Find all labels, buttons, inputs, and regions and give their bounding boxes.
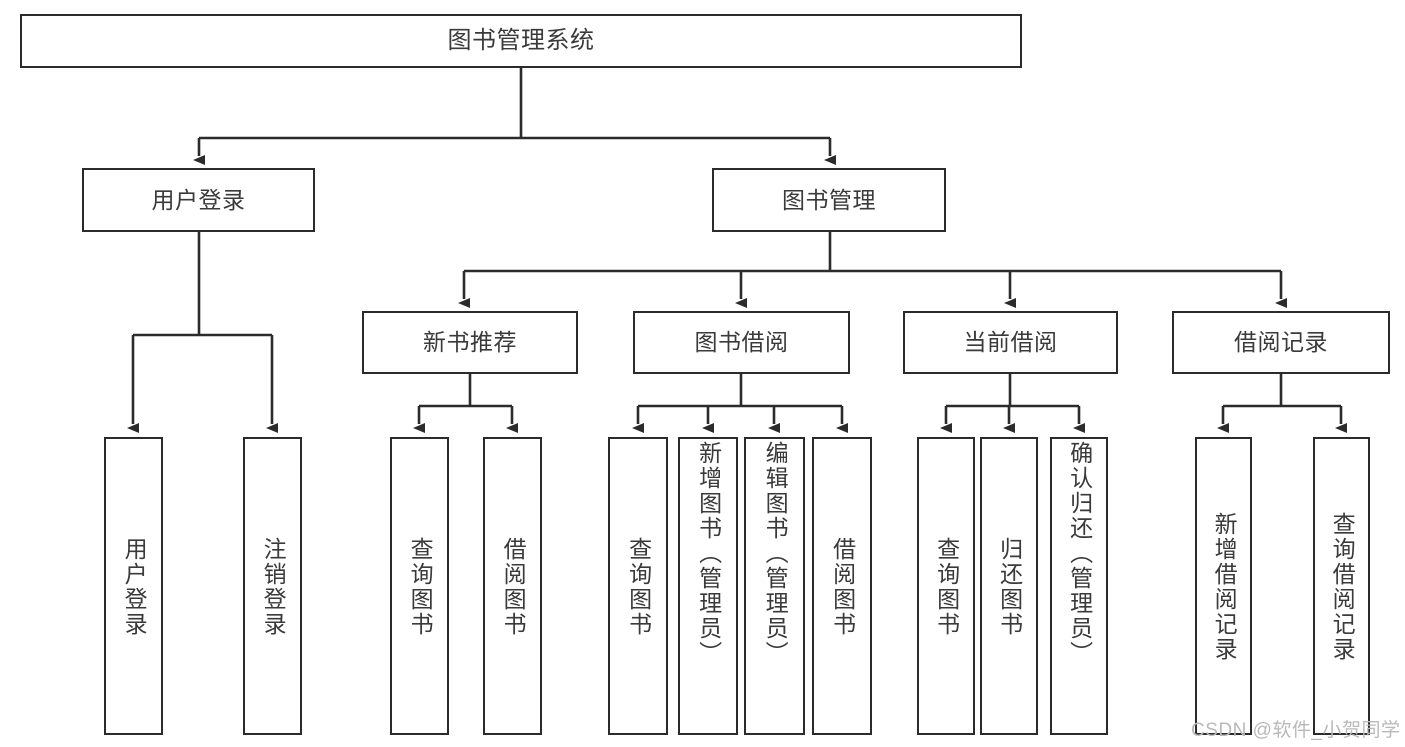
node-current-borrow[interactable]: 当前借阅 bbox=[903, 311, 1118, 374]
leaf-user-login[interactable]: 用户登录 bbox=[104, 437, 163, 735]
leaf-add-book-label: 新增图书（管理员） bbox=[695, 441, 722, 666]
leaf-user-login-label: 用户登录 bbox=[121, 537, 148, 637]
leaf-query-book-3[interactable]: 查询图书 bbox=[917, 437, 975, 735]
leaf-query-book-2-label: 查询图书 bbox=[625, 537, 652, 637]
leaf-logout[interactable]: 注销登录 bbox=[243, 437, 302, 735]
node-root-label: 图书管理系统 bbox=[447, 27, 595, 54]
leaf-confirm-return-label: 确认归还（管理员） bbox=[1066, 441, 1093, 666]
leaf-query-book-3-label: 查询图书 bbox=[933, 537, 960, 637]
leaf-confirm-return[interactable]: 确认归还（管理员） bbox=[1050, 437, 1108, 735]
node-root[interactable]: 图书管理系统 bbox=[20, 14, 1022, 68]
node-new-book-recommendation[interactable]: 新书推荐 bbox=[362, 311, 578, 374]
node-borrow-record-label: 借阅记录 bbox=[1234, 329, 1328, 355]
leaf-edit-book[interactable]: 编辑图书（管理员） bbox=[744, 437, 805, 735]
leaf-return-book-label: 归还图书 bbox=[996, 537, 1023, 637]
leaf-query-book-2[interactable]: 查询图书 bbox=[608, 437, 668, 735]
leaf-add-book[interactable]: 新增图书（管理员） bbox=[678, 437, 738, 735]
node-book-borrow-label: 图书借阅 bbox=[694, 329, 789, 355]
leaf-logout-label: 注销登录 bbox=[260, 537, 287, 637]
leaf-add-borrow-record[interactable]: 新增借阅记录 bbox=[1195, 437, 1252, 735]
node-current-borrow-label: 当前借阅 bbox=[963, 329, 1058, 355]
leaf-borrow-book-2[interactable]: 借阅图书 bbox=[812, 437, 872, 735]
leaf-query-borrow-record[interactable]: 查询借阅记录 bbox=[1313, 437, 1370, 735]
node-book-manage-label: 图书管理 bbox=[782, 186, 876, 213]
node-new-book-recommendation-label: 新书推荐 bbox=[423, 329, 517, 355]
node-user-login[interactable]: 用户登录 bbox=[82, 168, 315, 232]
leaf-query-borrow-record-label: 查询借阅记录 bbox=[1329, 512, 1356, 662]
leaf-borrow-book-1[interactable]: 借阅图书 bbox=[483, 437, 542, 735]
csdn-watermark: CSDN @软件_小贺同学 bbox=[1191, 720, 1401, 741]
node-user-login-label: 用户登录 bbox=[151, 186, 246, 213]
leaf-add-borrow-record-label: 新增借阅记录 bbox=[1211, 512, 1238, 662]
leaf-return-book[interactable]: 归还图书 bbox=[980, 437, 1038, 735]
leaf-query-book-1-label: 查询图书 bbox=[407, 537, 434, 637]
node-book-manage[interactable]: 图书管理 bbox=[712, 168, 946, 232]
node-book-borrow[interactable]: 图书借阅 bbox=[633, 311, 850, 374]
leaf-query-book-1[interactable]: 查询图书 bbox=[390, 437, 449, 735]
leaf-borrow-book-2-label: 借阅图书 bbox=[829, 537, 856, 637]
leaf-borrow-book-1-label: 借阅图书 bbox=[500, 537, 527, 637]
node-borrow-record[interactable]: 借阅记录 bbox=[1172, 311, 1390, 374]
leaf-edit-book-label: 编辑图书（管理员） bbox=[762, 441, 789, 666]
